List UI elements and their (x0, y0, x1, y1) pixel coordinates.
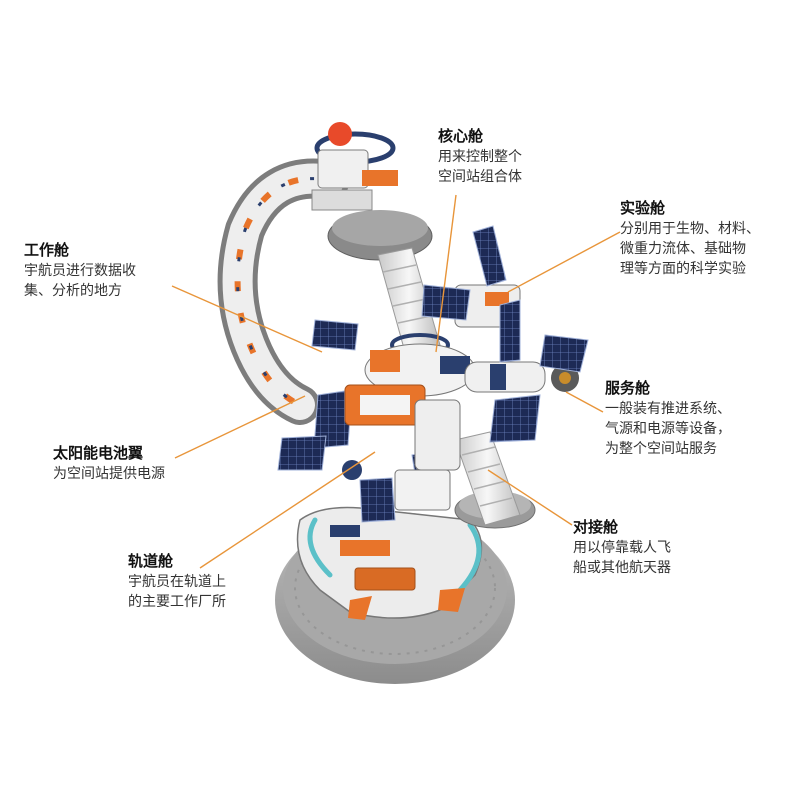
callout-service-module: 服务舱 一般装有推进系统、 气源和电源等设备， 为整个空间站服务 (605, 378, 731, 459)
callout-dock-title: 对接舱 (573, 518, 619, 536)
callout-solar-title: 太阳能电池翼 (53, 444, 144, 462)
callout-orbit-desc: 宇航员在轨道上 的主要工作厂所 (128, 574, 226, 610)
core-module-disc (327, 210, 433, 261)
callout-lab-title: 实验舱 (620, 199, 666, 217)
callout-orbital-module: 轨道舱 宇航员在轨道上 的主要工作厂所 (128, 551, 226, 612)
core-tube (377, 247, 450, 357)
callout-work-module: 工作舱 宇航员进行数据收 集、分析的地方 (24, 240, 136, 301)
callout-orbit-title: 轨道舱 (128, 552, 174, 570)
leader-dock (487, 469, 573, 526)
callout-solar-wing: 太阳能电池翼 为空间站提供电源 (53, 443, 165, 484)
service-module (464, 361, 579, 393)
orbital-module (296, 506, 483, 620)
top-knob (311, 122, 398, 211)
callout-core-title: 核心舱 (438, 127, 484, 145)
callout-lab-module: 实验舱 分别用于生物、材料、 微重力流体、基础物 理等方面的科学实验 (620, 198, 760, 279)
callout-service-desc: 一般装有推进系统、 气源和电源等设备， 为整个空间站服务 (605, 401, 731, 457)
lower-tube (454, 431, 521, 526)
leader-work (171, 285, 323, 353)
work-module-arc (217, 158, 350, 425)
mid-structure (342, 384, 461, 511)
leader-lines (171, 194, 621, 569)
callout-service-title: 服务舱 (605, 379, 651, 397)
leader-solar (174, 395, 306, 459)
leader-lab (507, 231, 621, 293)
callout-lab-desc: 分别用于生物、材料、 微重力流体、基础物 理等方面的科学实验 (620, 221, 760, 277)
leader-core (435, 194, 457, 353)
leader-service (565, 391, 604, 413)
leader-orbit (199, 451, 376, 569)
callout-docking-module: 对接舱 用以停靠载人飞 船或其他航天器 (573, 517, 671, 578)
callout-solar-desc: 为空间站提供电源 (53, 466, 165, 482)
callout-dock-desc: 用以停靠载人飞 船或其他航天器 (573, 540, 671, 576)
callout-work-title: 工作舱 (24, 241, 70, 259)
callout-work-desc: 宇航员进行数据收 集、分析的地方 (24, 263, 136, 299)
callout-core-module: 核心舱 用来控制整个 空间站组合体 (438, 126, 522, 187)
callout-core-desc: 用来控制整个 空间站组合体 (438, 149, 522, 185)
